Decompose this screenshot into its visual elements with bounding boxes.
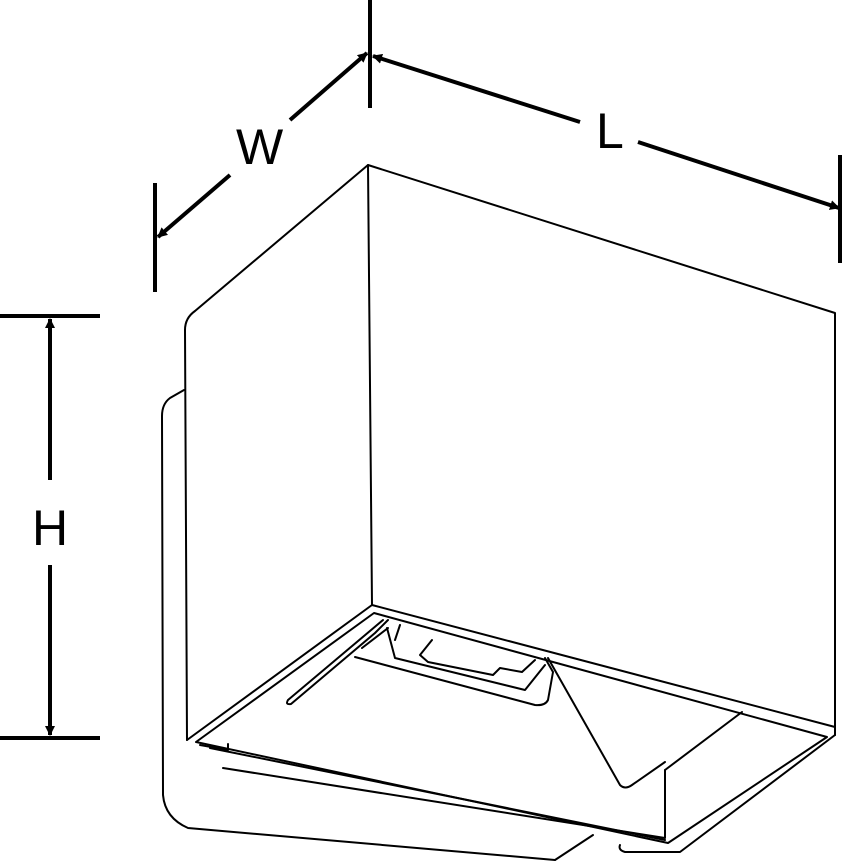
l-arrow-right bbox=[637, 140, 840, 210]
length-label: L bbox=[592, 106, 628, 156]
dimension-lines bbox=[0, 0, 842, 740]
width-label: W bbox=[232, 122, 288, 172]
height-label: H bbox=[28, 503, 73, 553]
w-arrow-left bbox=[156, 173, 232, 239]
fixture-body bbox=[161, 164, 836, 861]
w-arrow-right bbox=[288, 51, 369, 122]
l-arrow-left bbox=[372, 53, 581, 124]
